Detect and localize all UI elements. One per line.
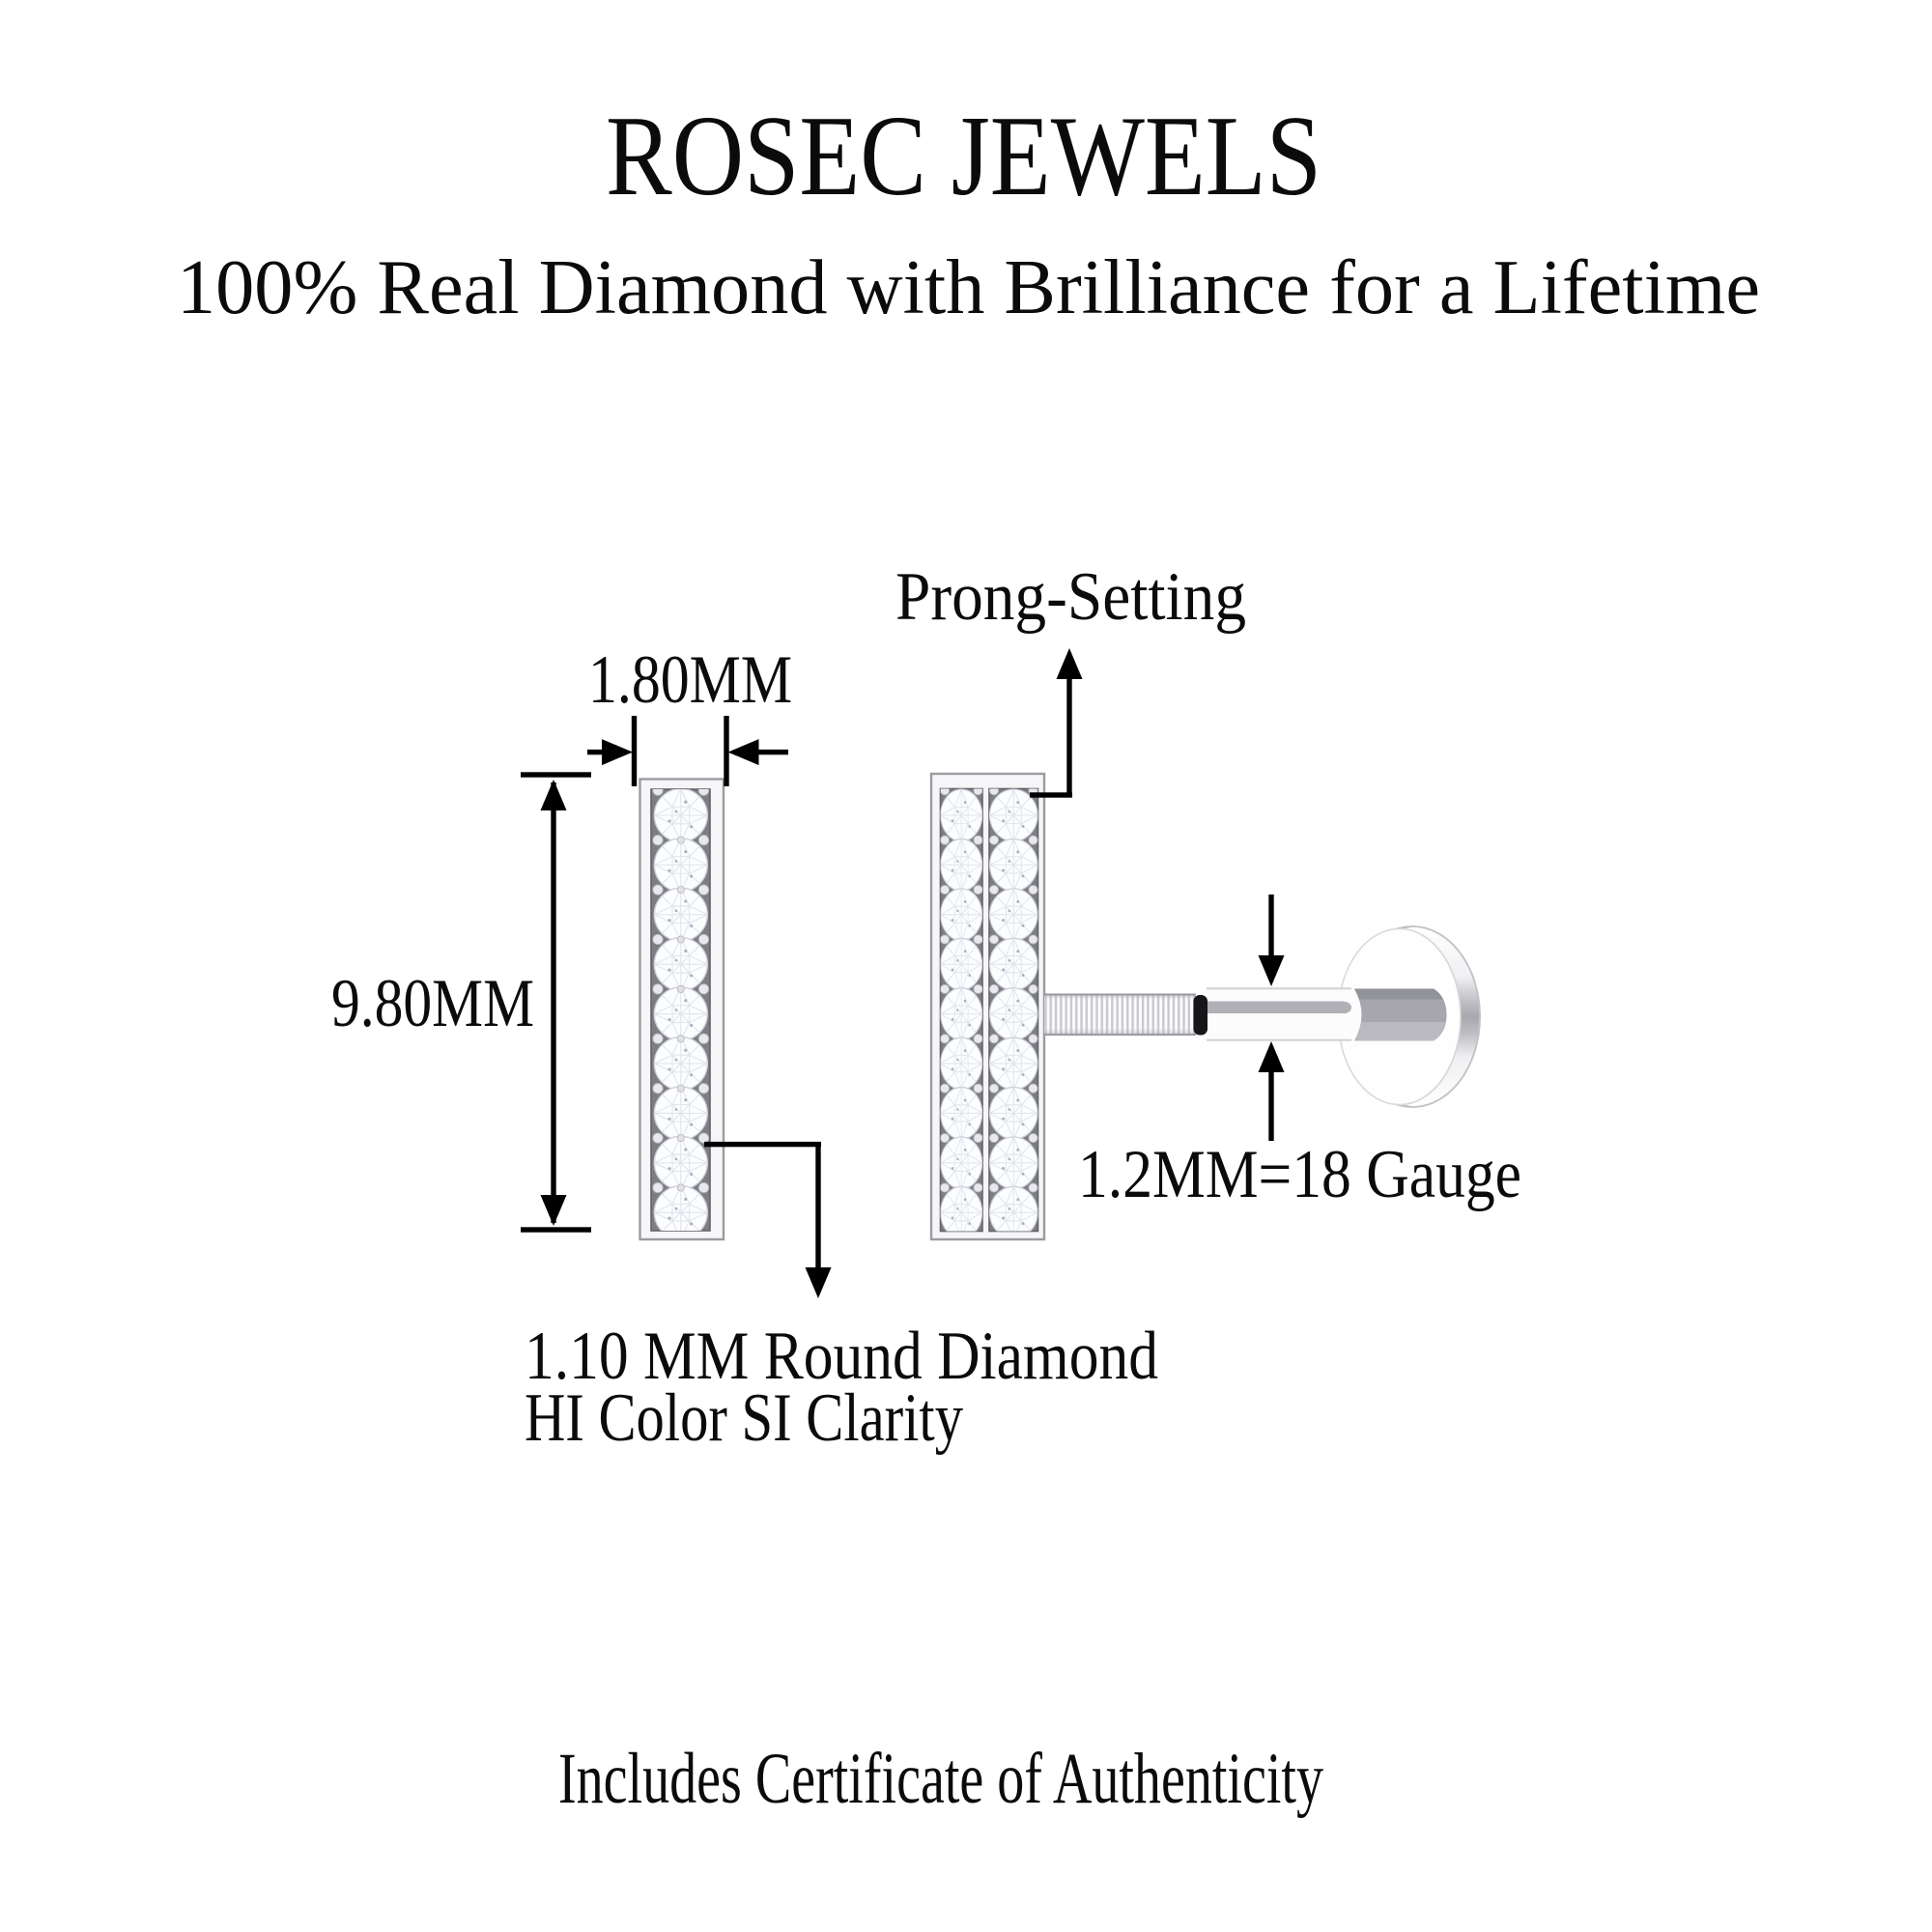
svg-text:HI Color SI Clarity: HI Color SI Clarity — [525, 1380, 963, 1456]
svg-text:1.10 MM Round Diamond: 1.10 MM Round Diamond — [525, 1319, 1158, 1394]
svg-text:1.2MM=18 Gauge: 1.2MM=18 Gauge — [1078, 1137, 1521, 1212]
svg-text:1.80MM: 1.80MM — [588, 642, 792, 718]
svg-text:ROSEC JEWELS: ROSEC JEWELS — [606, 92, 1321, 219]
svg-text:9.80MM: 9.80MM — [331, 966, 534, 1041]
svg-text:Prong-Setting: Prong-Setting — [895, 559, 1246, 635]
svg-text:Includes Certificate of Authen: Includes Certificate of Authenticity — [558, 1739, 1323, 1819]
svg-text:100% Real Diamond with Brillia: 100% Real Diamond with Brilliance for a … — [177, 243, 1760, 330]
